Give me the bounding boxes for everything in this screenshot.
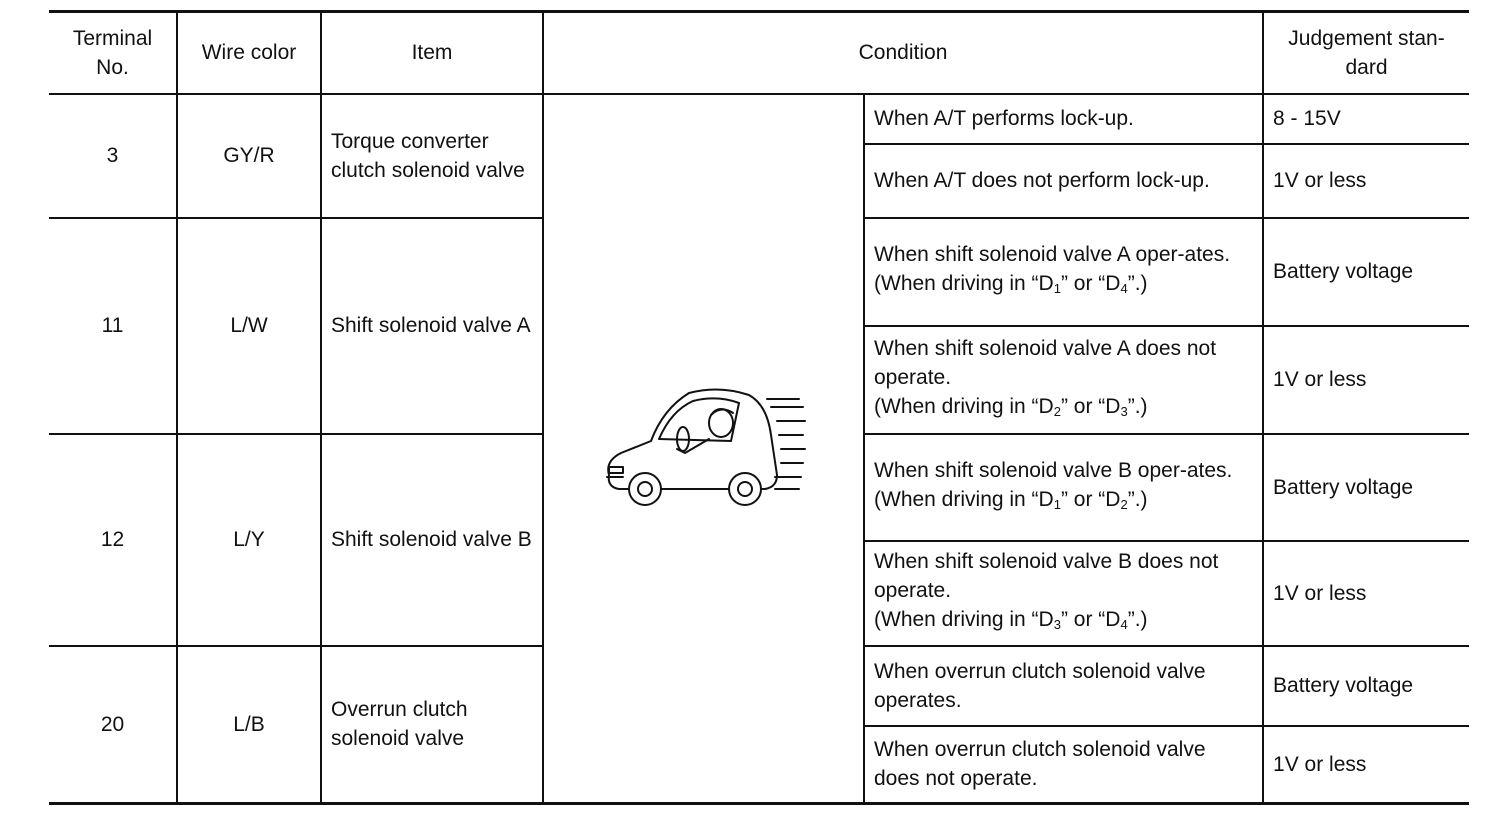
wire-color-cell: GY/R xyxy=(176,92,322,219)
judgement-cell: Battery voltage xyxy=(1262,216,1470,327)
wire-color-cell: L/B xyxy=(176,644,322,805)
wire-color-cell: L/Y xyxy=(176,432,322,647)
header-item: Item xyxy=(320,10,544,95)
terminal-no-cell: 20 xyxy=(49,644,178,805)
table-row: When A/T does not perform lock-up. 1V or… xyxy=(49,142,1470,219)
driving-car-icon xyxy=(605,388,806,507)
item-cell: Overrun clutch solenoid valve xyxy=(320,644,544,805)
header-wire-color: Wire color xyxy=(176,10,322,95)
item-cell: Torque converter clutch solenoid valve xyxy=(320,92,544,219)
condition-text: When shift solenoid valve B oper-ates. xyxy=(874,458,1233,482)
table-row: 20 L/B Overrun clutch solenoid valve Whe… xyxy=(49,644,1470,805)
condition-note: (When driving in “D3” or “D4”.) xyxy=(874,608,1148,632)
table-row: When shift solenoid valve A does not ope… xyxy=(49,324,1470,435)
table-row: When overrun clutch solenoid valve does … xyxy=(49,724,1470,805)
condition-text: When shift solenoid valve B does not ope… xyxy=(874,550,1219,602)
condition-note: (When driving in “D1” or “D2”.) xyxy=(874,487,1148,512)
condition-cell: When overrun clutch solenoid valve does … xyxy=(864,724,1265,805)
table-row: 3 GY/R Torque converter clutch solenoid … xyxy=(49,92,1470,805)
condition-note: (When driving in “D1” or “D4”.) xyxy=(874,272,1148,296)
condition-text: When shift solenoid valve A does not ope… xyxy=(874,336,1217,389)
header-condition: Condition xyxy=(541,10,1265,95)
condition-cell: When shift solenoid valve A does not ope… xyxy=(864,324,1265,435)
terminal-no-cell: 11 xyxy=(49,216,178,435)
judgement-cell: 1V or less xyxy=(1262,142,1470,219)
condition-cell: When shift solenoid valve B does not ope… xyxy=(864,539,1265,647)
table-row: 11 L/W Shift solenoid valve A When shift… xyxy=(49,216,1470,435)
judgement-cell: 1V or less xyxy=(1262,324,1470,435)
condition-cell: When overrun clutch solenoid valve opera… xyxy=(862,644,1265,727)
condition-cell: When shift solenoid valve A oper-ates. (… xyxy=(862,216,1265,327)
item-cell: Shift solenoid valve B xyxy=(320,432,544,647)
condition-cell: When A/T performs lock-up. xyxy=(862,92,1265,145)
header-judgement-standard: Judgement stan-dard xyxy=(1262,10,1470,95)
condition-text: When shift solenoid valve A oper-ates. xyxy=(874,243,1231,266)
judgement-cell: Battery voltage xyxy=(1262,432,1470,542)
judgement-cell: 1V or less xyxy=(1262,724,1470,805)
judgement-cell: 8 - 15V xyxy=(1262,92,1470,145)
condition-illustration-cell xyxy=(542,92,865,805)
judgement-cell: 1V or less xyxy=(1262,539,1470,647)
terminal-no-cell: 12 xyxy=(49,432,178,647)
item-cell: Shift solenoid valve A xyxy=(320,216,544,435)
condition-cell: When A/T does not perform lock-up. xyxy=(864,142,1265,219)
wire-color-cell: L/W xyxy=(176,216,322,435)
condition-cell: When shift solenoid valve B oper-ates. (… xyxy=(862,432,1265,542)
table-row: When shift solenoid valve B does not ope… xyxy=(49,539,1470,647)
terminal-no-cell: 3 xyxy=(49,92,178,219)
terminal-spec-table: Terminal No. Wire color Item Condition J… xyxy=(49,10,1470,805)
condition-note: (When driving in “D2” or “D3”.) xyxy=(874,394,1148,419)
table-row: 12 L/Y Shift solenoid valve B When shift… xyxy=(49,432,1470,647)
header-terminal-no: Terminal No. xyxy=(49,10,178,95)
judgement-cell: Battery voltage xyxy=(1262,644,1470,727)
header-row: Terminal No. Wire color Item Condition J… xyxy=(49,10,1470,95)
